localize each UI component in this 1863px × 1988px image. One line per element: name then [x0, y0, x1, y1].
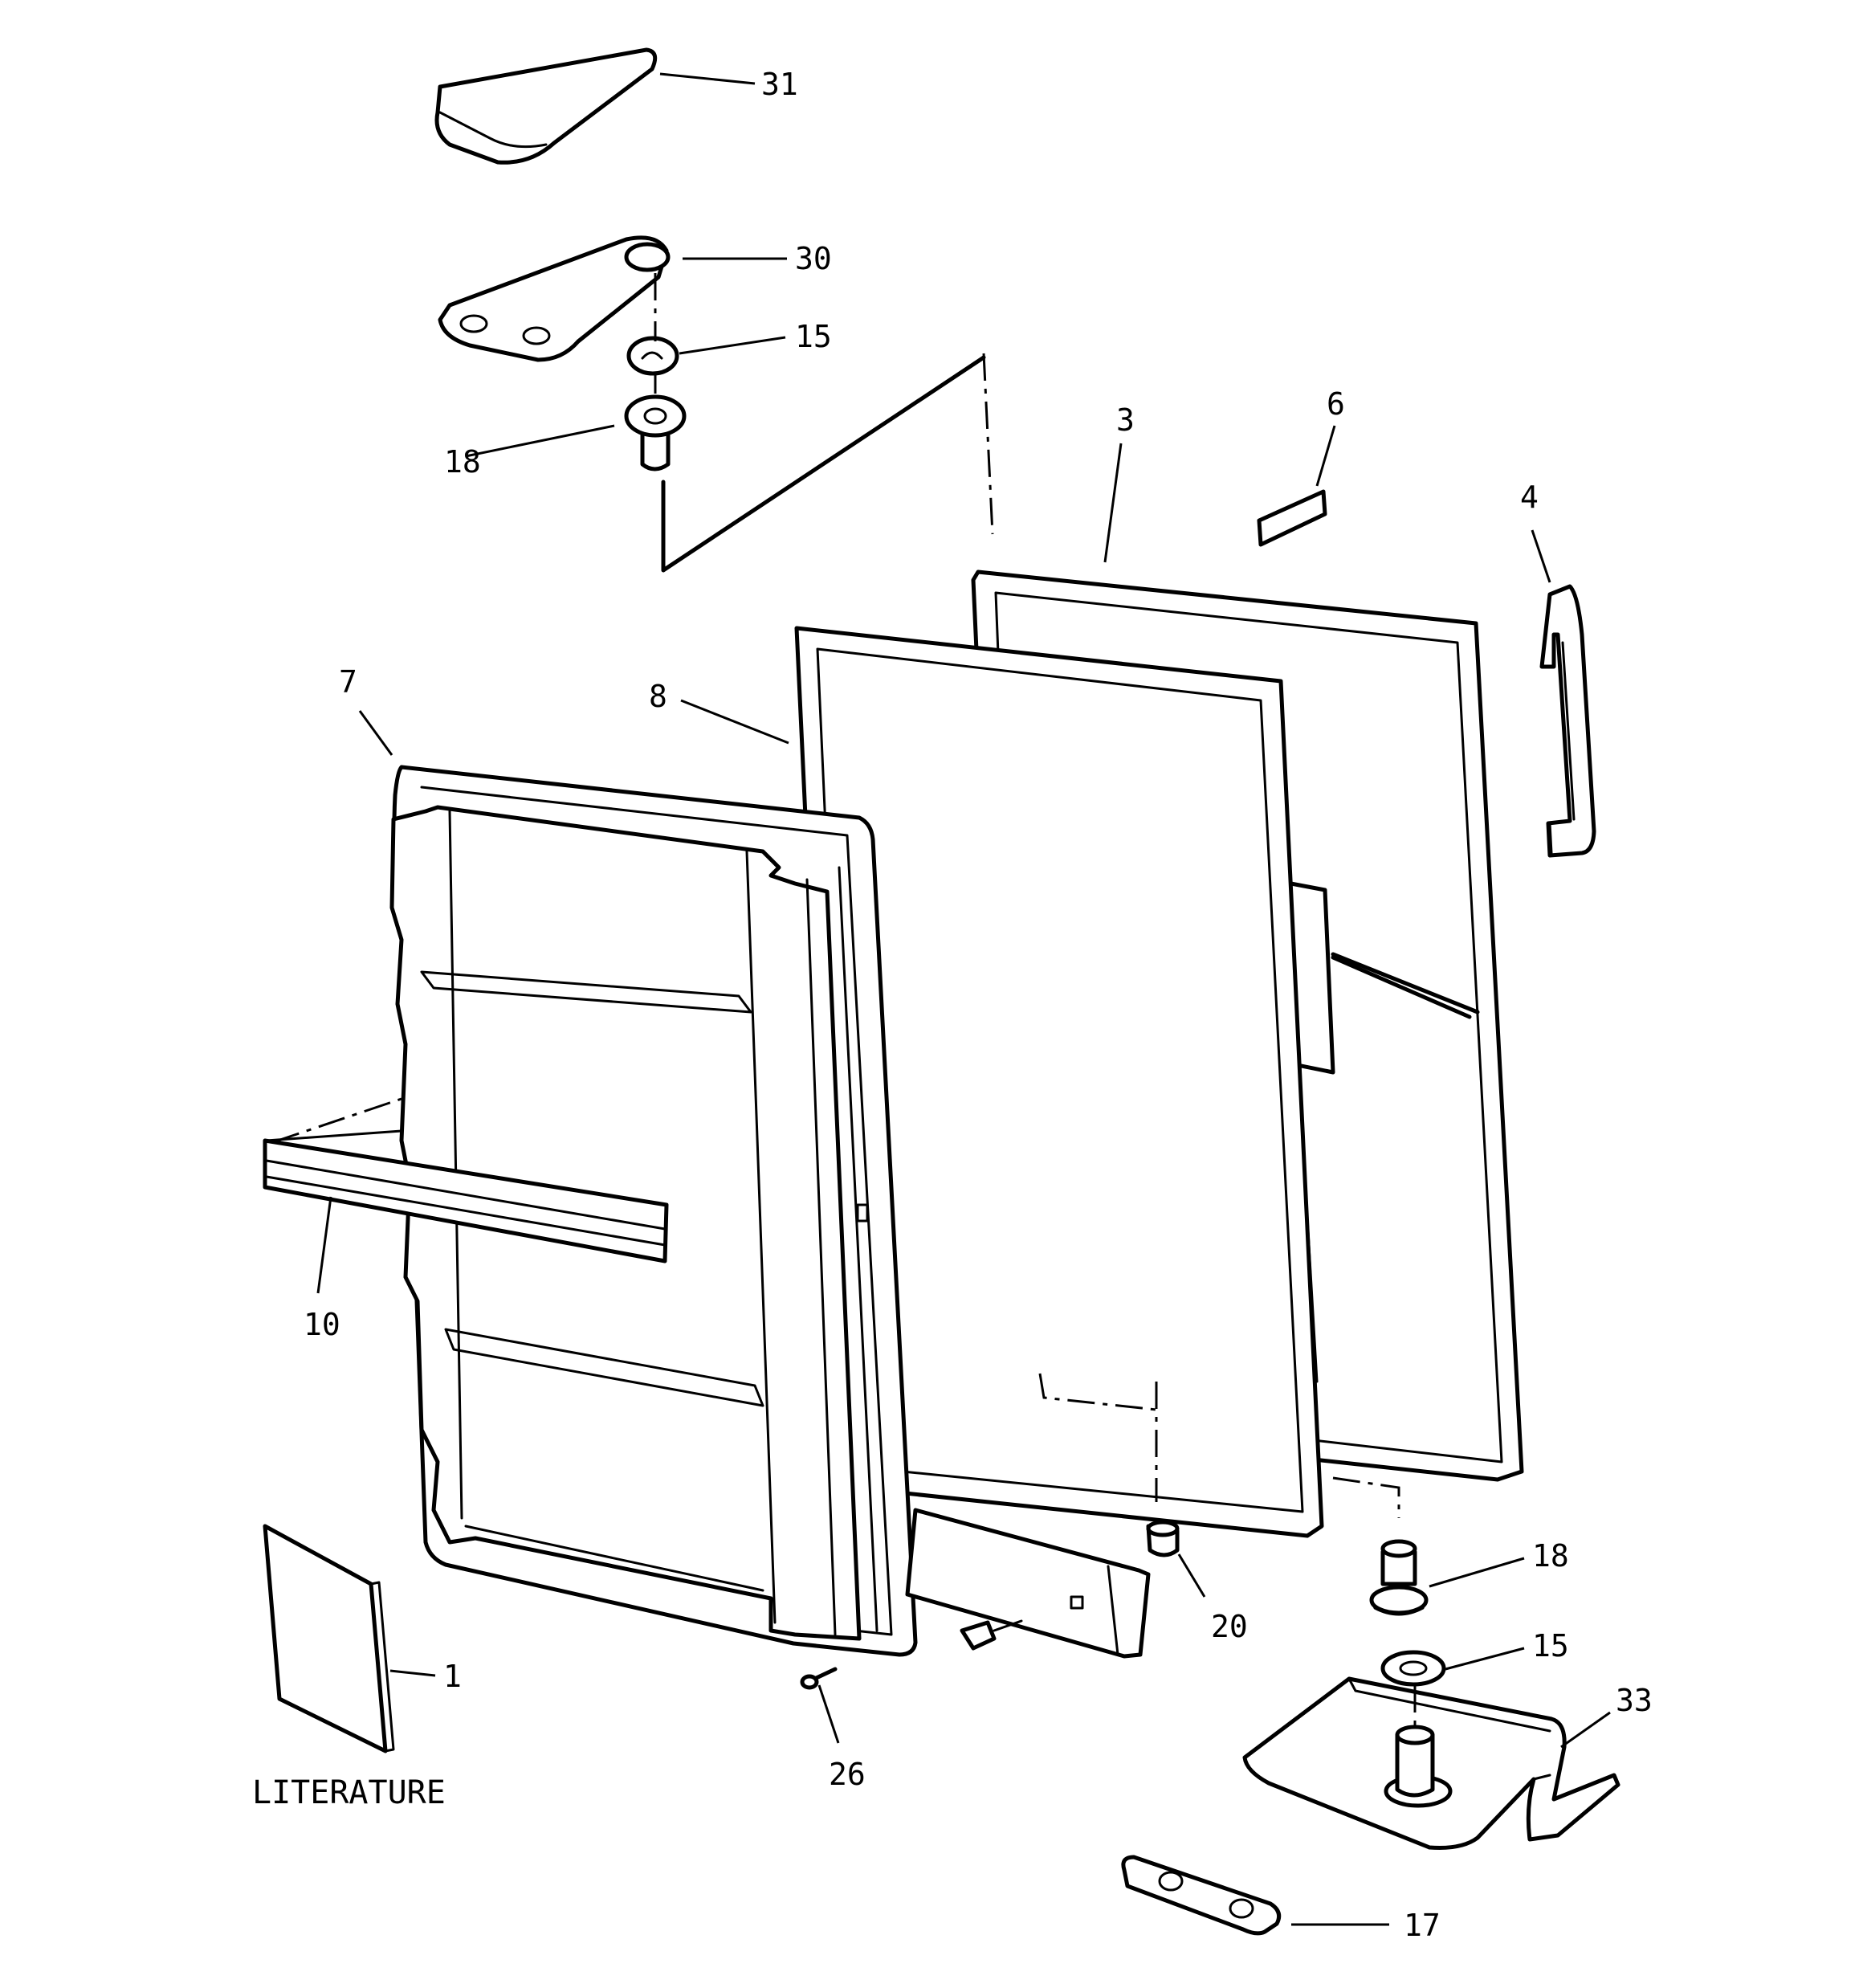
part-15-washer-top [626, 336, 679, 376]
callout-17: 17 [1404, 1908, 1441, 1943]
callout-6: 6 [1327, 386, 1345, 422]
callout-3: 3 [1116, 402, 1135, 438]
leader-lines [316, 72, 1611, 1926]
callout-31: 31 [761, 67, 798, 102]
callout-18-bottom: 18 [1532, 1538, 1569, 1574]
part-20-door-stop [1146, 1520, 1180, 1557]
callout-20: 20 [1211, 1609, 1248, 1644]
part-18-bushing-bottom [1369, 1539, 1429, 1616]
part-33-bottom-hinge [1242, 1676, 1620, 1850]
part-15-washer-bottom [1380, 1650, 1446, 1687]
callout-30: 30 [795, 241, 832, 276]
callout-7: 7 [339, 664, 357, 700]
part-26-screw [800, 1667, 838, 1690]
callout-26: 26 [829, 1757, 866, 1792]
callout-1: 1 [443, 1659, 462, 1694]
part-1-literature [263, 1524, 395, 1753]
callout-18-top: 18 [444, 444, 481, 480]
callout-8: 8 [649, 679, 667, 714]
part-17-shim-plate [1121, 1855, 1282, 1936]
part-18-bushing-top [624, 394, 687, 471]
literature-label: LITERATURE [252, 1774, 446, 1811]
callouts: 31 30 15 18 3 6 4 7 8 10 18 15 20 33 1 2… [304, 67, 1653, 1943]
callout-10: 10 [304, 1307, 340, 1342]
callout-15-top: 15 [795, 319, 832, 354]
callout-33: 33 [1616, 1683, 1653, 1718]
callout-15-bottom: 15 [1532, 1628, 1569, 1663]
callout-4: 4 [1520, 480, 1539, 515]
part-6-label-plate [1257, 489, 1327, 547]
door-clip [960, 1619, 1023, 1651]
part-4-door-handle [1539, 584, 1596, 858]
part-31-hinge-cover [434, 47, 658, 165]
part-10-door-shelf [263, 1097, 669, 1263]
part-30-top-hinge [438, 235, 671, 362]
